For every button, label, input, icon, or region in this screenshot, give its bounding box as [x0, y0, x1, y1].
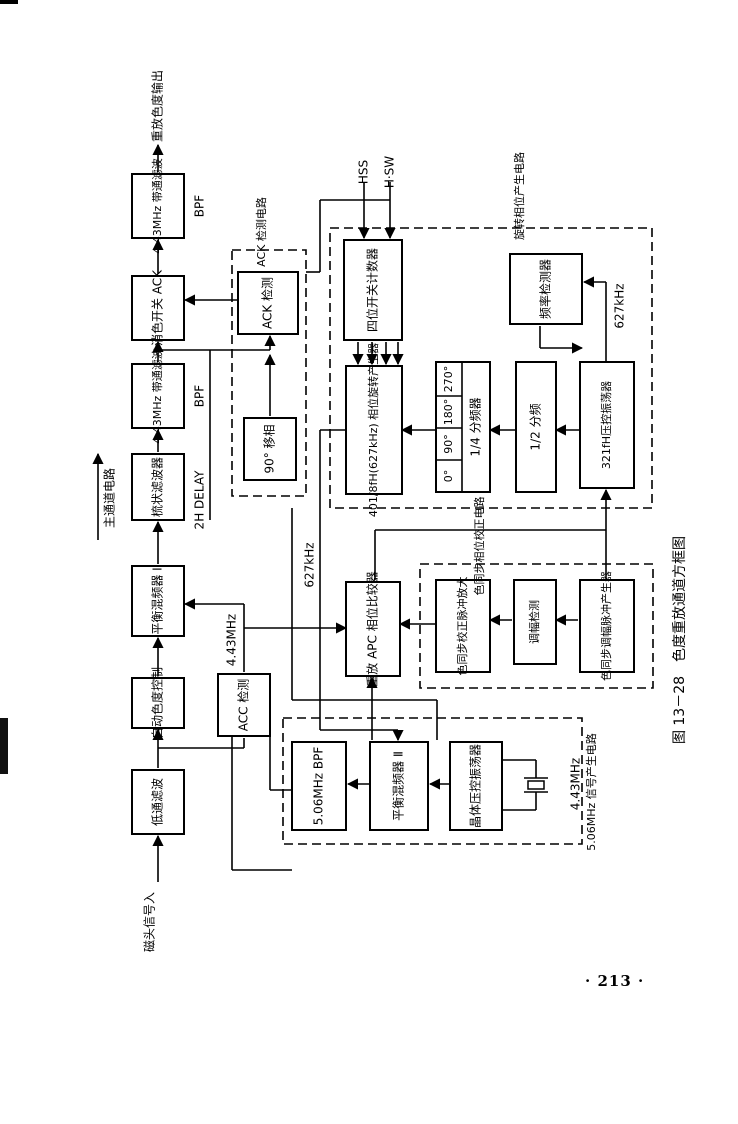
svg-text:401/8fH(627kHz) 相位旋转产生器: 401/8fH(627kHz) 相位旋转产生器 — [366, 343, 380, 517]
hss-label: HSS — [357, 160, 371, 184]
svg-text:色同步校正脉冲放大: 色同步校正脉冲放大 — [455, 577, 469, 676]
signal-wires — [152, 143, 612, 882]
svg-text:4.43MHz 带通滤波: 4.43MHz 带通滤波 — [151, 158, 164, 254]
phase-label-90: 90° — [442, 434, 455, 454]
block-apc: 重放 APC 相位比较器 — [345, 571, 401, 687]
freq-627-label-b: 627kHz — [613, 283, 627, 328]
block-crystal-vco: 晶体压控振荡器 — [449, 741, 503, 831]
rot-circuit-label: 旋转相位产生电路 — [512, 152, 526, 240]
block-rotator: 401/8fH(627kHz) 相位旋转产生器 — [345, 343, 403, 517]
svg-text:梳状滤波器: 梳状滤波器 — [150, 457, 165, 517]
svg-text:消色开关 ACK: 消色开关 ACK — [151, 269, 165, 346]
svg-text:ACK 检测: ACK 检测 — [260, 277, 275, 329]
block-color-killer: 消色开关 ACK — [131, 269, 185, 346]
hsw-label: H·SW — [383, 156, 397, 188]
block-acc-detect: ACC 检测 — [217, 673, 271, 737]
svg-text:平衡混频器 Ⅰ: 平衡混频器 Ⅰ — [151, 567, 165, 634]
freq-443-label: 4.43MHz — [225, 614, 239, 666]
block-bpf-506: 5.06MHz BPF — [291, 741, 347, 831]
delay-label: 2H DELAY — [193, 470, 207, 530]
block-vco-321: 321fH压控振荡器 — [579, 361, 635, 489]
block-four-position-counter: 四位开关计数器 — [343, 239, 403, 341]
figure-caption: 图 13－28 色度重放通道方框图 — [671, 536, 688, 744]
bpf-label-b: BPF — [193, 385, 207, 407]
block-div4: 0° 90° 180° 270° 1/4 分频器 — [435, 361, 491, 493]
svg-text:色同步调幅脉冲产生器: 色同步调幅脉冲产生器 — [599, 571, 613, 681]
scan-mark — [0, 0, 18, 4]
svg-text:低通滤波: 低通滤波 — [151, 778, 165, 826]
burst-circuit-boundary — [419, 563, 654, 689]
block-comb-filter: 梳状滤波器 — [131, 453, 185, 521]
block-mod-detect: 调幅检测 — [513, 579, 557, 665]
svg-text:321fH压控振荡器: 321fH压控振荡器 — [599, 381, 613, 469]
svg-text:晶体压控振荡器: 晶体压控振荡器 — [469, 744, 483, 828]
block-frequency-detector: 频率检测器 — [509, 253, 583, 325]
svg-text:1/2 分频: 1/2 分频 — [529, 403, 543, 450]
phase-label-0: 0° — [442, 470, 455, 483]
burst-circuit-label: 色同步相位校正电路 — [472, 497, 486, 596]
svg-text:4.43MHz 带通滤波: 4.43MHz 带通滤波 — [151, 348, 164, 444]
svg-text:5.06MHz BPF: 5.06MHz BPF — [312, 747, 326, 826]
ack-circuit-label: ACK 检测电路 — [254, 197, 268, 267]
crystal-freq-label: 4.43MHz — [569, 758, 583, 810]
ack-circuit-boundary — [231, 249, 307, 497]
svg-text:ACC 检测: ACC 检测 — [236, 679, 251, 732]
svg-text:平衡混频器 Ⅱ: 平衡混频器 Ⅱ — [392, 751, 406, 821]
block-90-shift: 90° 移相 — [243, 417, 297, 481]
block-ack-detect: ACK 检测 — [237, 271, 299, 335]
phase-label-270: 270° — [442, 366, 455, 393]
block-balanced-mixer-2: 平衡混频器 Ⅱ — [369, 741, 429, 831]
main-channel-label: 主通道电路 — [102, 468, 117, 528]
scan-bar — [0, 718, 8, 774]
input-label: 磁头信号入 — [142, 892, 157, 952]
page-number: · 213 · — [585, 972, 645, 990]
bpf-label-a: BPF — [193, 195, 207, 217]
svg-text:重放 APC 相位比较器: 重放 APC 相位比较器 — [365, 571, 380, 686]
svg-text:四位开关计数器: 四位开关计数器 — [365, 248, 380, 332]
svg-text:1/4 分频器: 1/4 分频器 — [469, 397, 483, 456]
block-sync-amp: 色同步校正脉冲放大 — [435, 577, 491, 676]
block-balanced-mixer-1: 平衡混频器 Ⅰ — [131, 565, 185, 637]
gen-506-label: 5.06MHz 信号产生电路 — [584, 733, 598, 851]
crystal-icon — [502, 759, 548, 811]
block-bpf-1: 4.43MHz 带通滤波 — [131, 348, 185, 444]
block-lpf: 低通滤波 — [131, 769, 185, 835]
output-label: 重放色度输出 — [150, 70, 165, 142]
block-bpf-2: 4.43MHz 带通滤波 — [131, 158, 185, 254]
svg-text:90° 移相: 90° 移相 — [263, 424, 277, 473]
svg-text:自动色度控制: 自动色度控制 — [150, 667, 165, 739]
rotator-boundary — [329, 227, 653, 509]
block-auto-color-control: 自动色度控制 — [131, 667, 185, 739]
svg-text:调幅检测: 调幅检测 — [527, 600, 541, 644]
freq-627-label-a: 627kHz — [303, 542, 317, 587]
phase-label-180: 180° — [442, 399, 455, 426]
svg-text:频率检测器: 频率检测器 — [538, 259, 553, 319]
block-div2: 1/2 分频 — [515, 361, 557, 493]
gen-506-boundary — [282, 717, 583, 845]
block-burst-generator: 色同步调幅脉冲产生器 — [579, 571, 635, 681]
